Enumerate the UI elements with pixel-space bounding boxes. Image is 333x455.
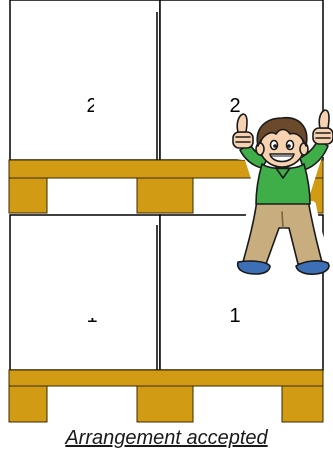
character-left-shoe xyxy=(236,260,271,275)
character-hair xyxy=(256,117,308,147)
character-right-shoe xyxy=(295,260,330,275)
character-left-thumb xyxy=(232,113,254,149)
upper-left-box-label: 2 xyxy=(86,95,97,117)
upper-pallet-block-left xyxy=(8,177,48,214)
upper-right-box-label: 2 xyxy=(229,95,240,117)
arrangement-status-caption: Arrangement accepted xyxy=(65,427,268,449)
character-right-thumb xyxy=(312,109,333,145)
lower-pallet-deck xyxy=(8,369,324,387)
lower-pallet-block-center xyxy=(136,385,194,423)
lower-pallet-block-left xyxy=(8,385,48,423)
upper-left-box xyxy=(9,0,161,161)
lower-left-box xyxy=(9,214,161,371)
lower-pallet-block-right xyxy=(281,385,324,423)
upper-pallet-block-center xyxy=(136,177,194,214)
upper-level: 2 2 xyxy=(9,0,324,161)
character-shirt xyxy=(255,163,311,205)
thumbs-up-person-icon xyxy=(223,109,333,275)
lower-pallet xyxy=(8,369,324,423)
lower-right-box-label: 1 xyxy=(229,305,240,327)
character-legs xyxy=(242,199,323,265)
